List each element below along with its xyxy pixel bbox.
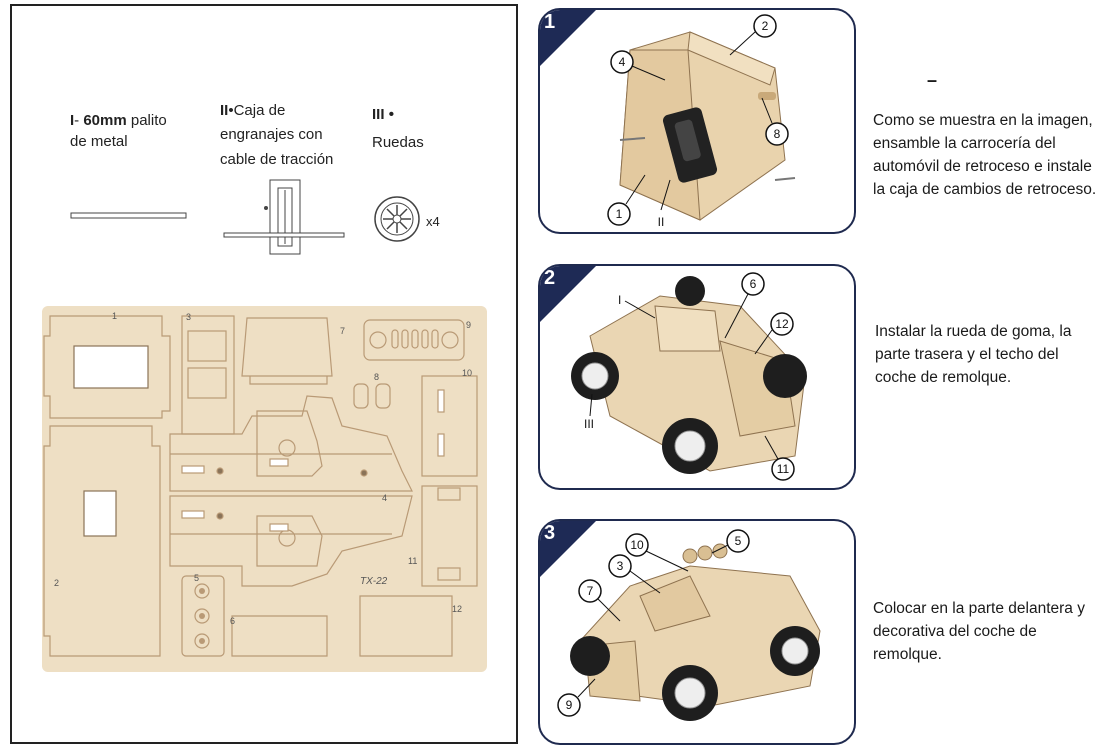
piece-number-12: 12 xyxy=(452,604,462,614)
part-i-numeral: I xyxy=(70,112,75,129)
part-iii-marker: • xyxy=(388,106,394,123)
piece-8b xyxy=(375,383,391,409)
step-1-callout-4: 4 xyxy=(619,55,626,69)
step-2-line-2: parte trasera y el techo del xyxy=(875,346,1059,363)
step-3-callout-9: 9 xyxy=(566,698,573,712)
step-2-panel: 2 6 12 11 I III xyxy=(538,264,856,490)
piece-number-9: 9 xyxy=(466,320,471,330)
part-ii-line3: cable de tracción xyxy=(220,151,334,168)
step-3-callouts: 10 5 3 7 9 xyxy=(557,529,750,717)
part-i-line2: de metal xyxy=(70,133,128,150)
step-2-number: 2 xyxy=(544,267,556,289)
part-i-title: I- 60mm palito de metal xyxy=(70,110,167,152)
piece-7 xyxy=(241,317,333,377)
step-3-instruction: Colocar en la parte delantera y decorati… xyxy=(873,597,1085,666)
metal-rod-illustration xyxy=(70,212,187,219)
board-pieces: 1 2 3 4 5 6 7 8 9 10 11 12 TX-22 xyxy=(43,311,478,657)
part-i-length: 60mm xyxy=(83,112,127,129)
step-1-line-2: ensamble la carrocería del xyxy=(873,135,1056,152)
piece-1 xyxy=(43,315,171,419)
step-2-callouts: 6 12 11 I III xyxy=(584,272,795,481)
piece-12 xyxy=(359,595,453,657)
step-1-dash: – xyxy=(927,70,938,90)
piece-number-5: 5 xyxy=(194,573,199,583)
piece-1-window xyxy=(73,345,149,389)
part-ii-numeral: II xyxy=(220,102,229,119)
part-i-line1: - 60mm palito xyxy=(74,112,167,129)
piece-number-1: 1 xyxy=(112,311,117,321)
step-2-callout-11: 11 xyxy=(777,462,790,476)
step-2-callout-i: I xyxy=(618,293,621,307)
step-2-callout-12: 12 xyxy=(775,317,789,331)
piece-number-7: 7 xyxy=(340,326,345,336)
piece-2-window xyxy=(83,490,117,537)
wheel-count: x4 xyxy=(426,214,440,229)
part-ii-line2: engranajes con xyxy=(220,126,323,143)
piece-number-2: 2 xyxy=(54,578,59,588)
part-iii-title: III • Ruedas xyxy=(372,104,424,161)
piece-4-upper xyxy=(169,395,413,492)
step-1-callout-2: 2 xyxy=(762,19,769,33)
step-1-panel: 1 2 4 8 1 II xyxy=(538,8,856,234)
step-2-line-3: coche de remolque. xyxy=(875,369,1012,386)
piece-8a xyxy=(353,383,369,409)
step-2-callout-iii: III xyxy=(584,417,594,431)
step-3-number: 3 xyxy=(544,522,556,544)
piece-number-10: 10 xyxy=(462,368,472,378)
piece-9 xyxy=(363,319,465,361)
step-1-callout-ii: II xyxy=(658,215,665,229)
piece-6 xyxy=(231,615,328,657)
part-iii-label: Ruedas xyxy=(372,134,424,151)
step-3-callout-5: 5 xyxy=(735,534,742,548)
step-3-line-3: remolque. xyxy=(873,646,942,663)
wood-parts-board: 1 2 3 4 5 6 7 8 9 10 11 12 TX-22 xyxy=(42,306,487,672)
step-2-line-1: Instalar la rueda de goma, la xyxy=(875,323,1072,340)
step-3-callout-3: 3 xyxy=(617,559,624,573)
wheel-illustration xyxy=(374,196,420,242)
piece-number-4: 4 xyxy=(382,493,387,503)
parts-list-panel: I- 60mm palito de metal II•Caja de engra… xyxy=(10,4,518,744)
piece-4-lower xyxy=(169,495,413,587)
step-1-illustration xyxy=(619,31,796,221)
step-2-callout-6: 6 xyxy=(750,277,757,291)
piece-10 xyxy=(421,375,478,477)
piece-number-8: 8 xyxy=(374,372,379,382)
step-3-callout-10: 10 xyxy=(630,538,644,552)
step-2-instruction: Instalar la rueda de goma, la parte tras… xyxy=(875,320,1071,389)
step-3-illustration xyxy=(570,543,821,721)
piece-11 xyxy=(421,485,478,587)
piece-number-11: 11 xyxy=(408,556,417,566)
step-1-line-4: la caja de cambios de retroceso. xyxy=(873,181,1097,198)
piece-5 xyxy=(181,575,225,657)
step-1-number: 1 xyxy=(544,11,556,33)
step-1-callout-8: 8 xyxy=(774,127,781,141)
step-1-callout-1: 1 xyxy=(616,207,623,221)
part-ii-line1: •Caja de xyxy=(228,102,286,119)
step-1-callouts: 2 4 8 1 II xyxy=(607,14,789,229)
step-2-illustration xyxy=(571,276,807,474)
step-3-line-1: Colocar en la parte delantera y xyxy=(873,600,1085,617)
step-1-line-1: Como se muestra en la imagen, xyxy=(873,112,1093,129)
step-3-callout-7: 7 xyxy=(587,584,594,598)
piece-number-6: 6 xyxy=(230,616,235,626)
step-1-instruction: Como se muestra en la imagen, ensamble l… xyxy=(873,109,1096,201)
step-3-panel: 3 10 5 3 7 9 xyxy=(538,519,856,745)
gearbox-illustration xyxy=(223,179,345,255)
step-3-line-2: decorativa del coche de xyxy=(873,623,1037,640)
piece-2 xyxy=(43,425,161,657)
model-label: TX-22 xyxy=(360,576,388,587)
part-iii-numeral: III xyxy=(372,106,385,123)
part-ii-title: II•Caja de engranajes con cable de tracc… xyxy=(220,100,333,170)
step-1-line-3: automóvil de retroceso e instale xyxy=(873,158,1092,175)
piece-number-3: 3 xyxy=(186,312,191,322)
